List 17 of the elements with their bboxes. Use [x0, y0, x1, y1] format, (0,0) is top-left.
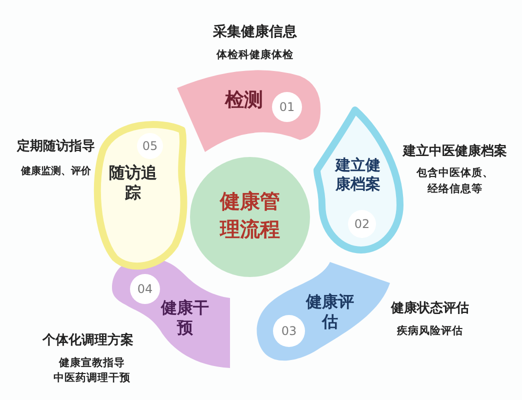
step-description: 体检科健康体检	[215, 48, 294, 62]
center-title: 健康管理流程	[218, 188, 281, 243]
step-heading: 健康状态评估	[390, 300, 470, 317]
step-title: 建立健康档案	[334, 156, 382, 194]
step-heading: 个体化调理方案	[42, 332, 134, 349]
step-title: 检测	[224, 89, 264, 111]
step-description: 包含中医体质、经络信息等	[416, 166, 494, 197]
step-title: 随访追踪	[108, 163, 158, 203]
step-heading: 建立中医健康档案	[401, 143, 508, 160]
step-description: 健康宣教指导	[58, 356, 126, 370]
step-description: 疾病风险评估	[396, 324, 464, 338]
step-title: 健康评估	[305, 292, 355, 332]
step-description: 中医药调理干预	[52, 371, 132, 385]
step-heading: 采集健康信息	[212, 23, 298, 41]
step-title: 健康干预	[160, 298, 210, 338]
step-description: 健康监测、评价	[20, 165, 92, 178]
step-heading: 定期随访指导	[16, 138, 96, 155]
